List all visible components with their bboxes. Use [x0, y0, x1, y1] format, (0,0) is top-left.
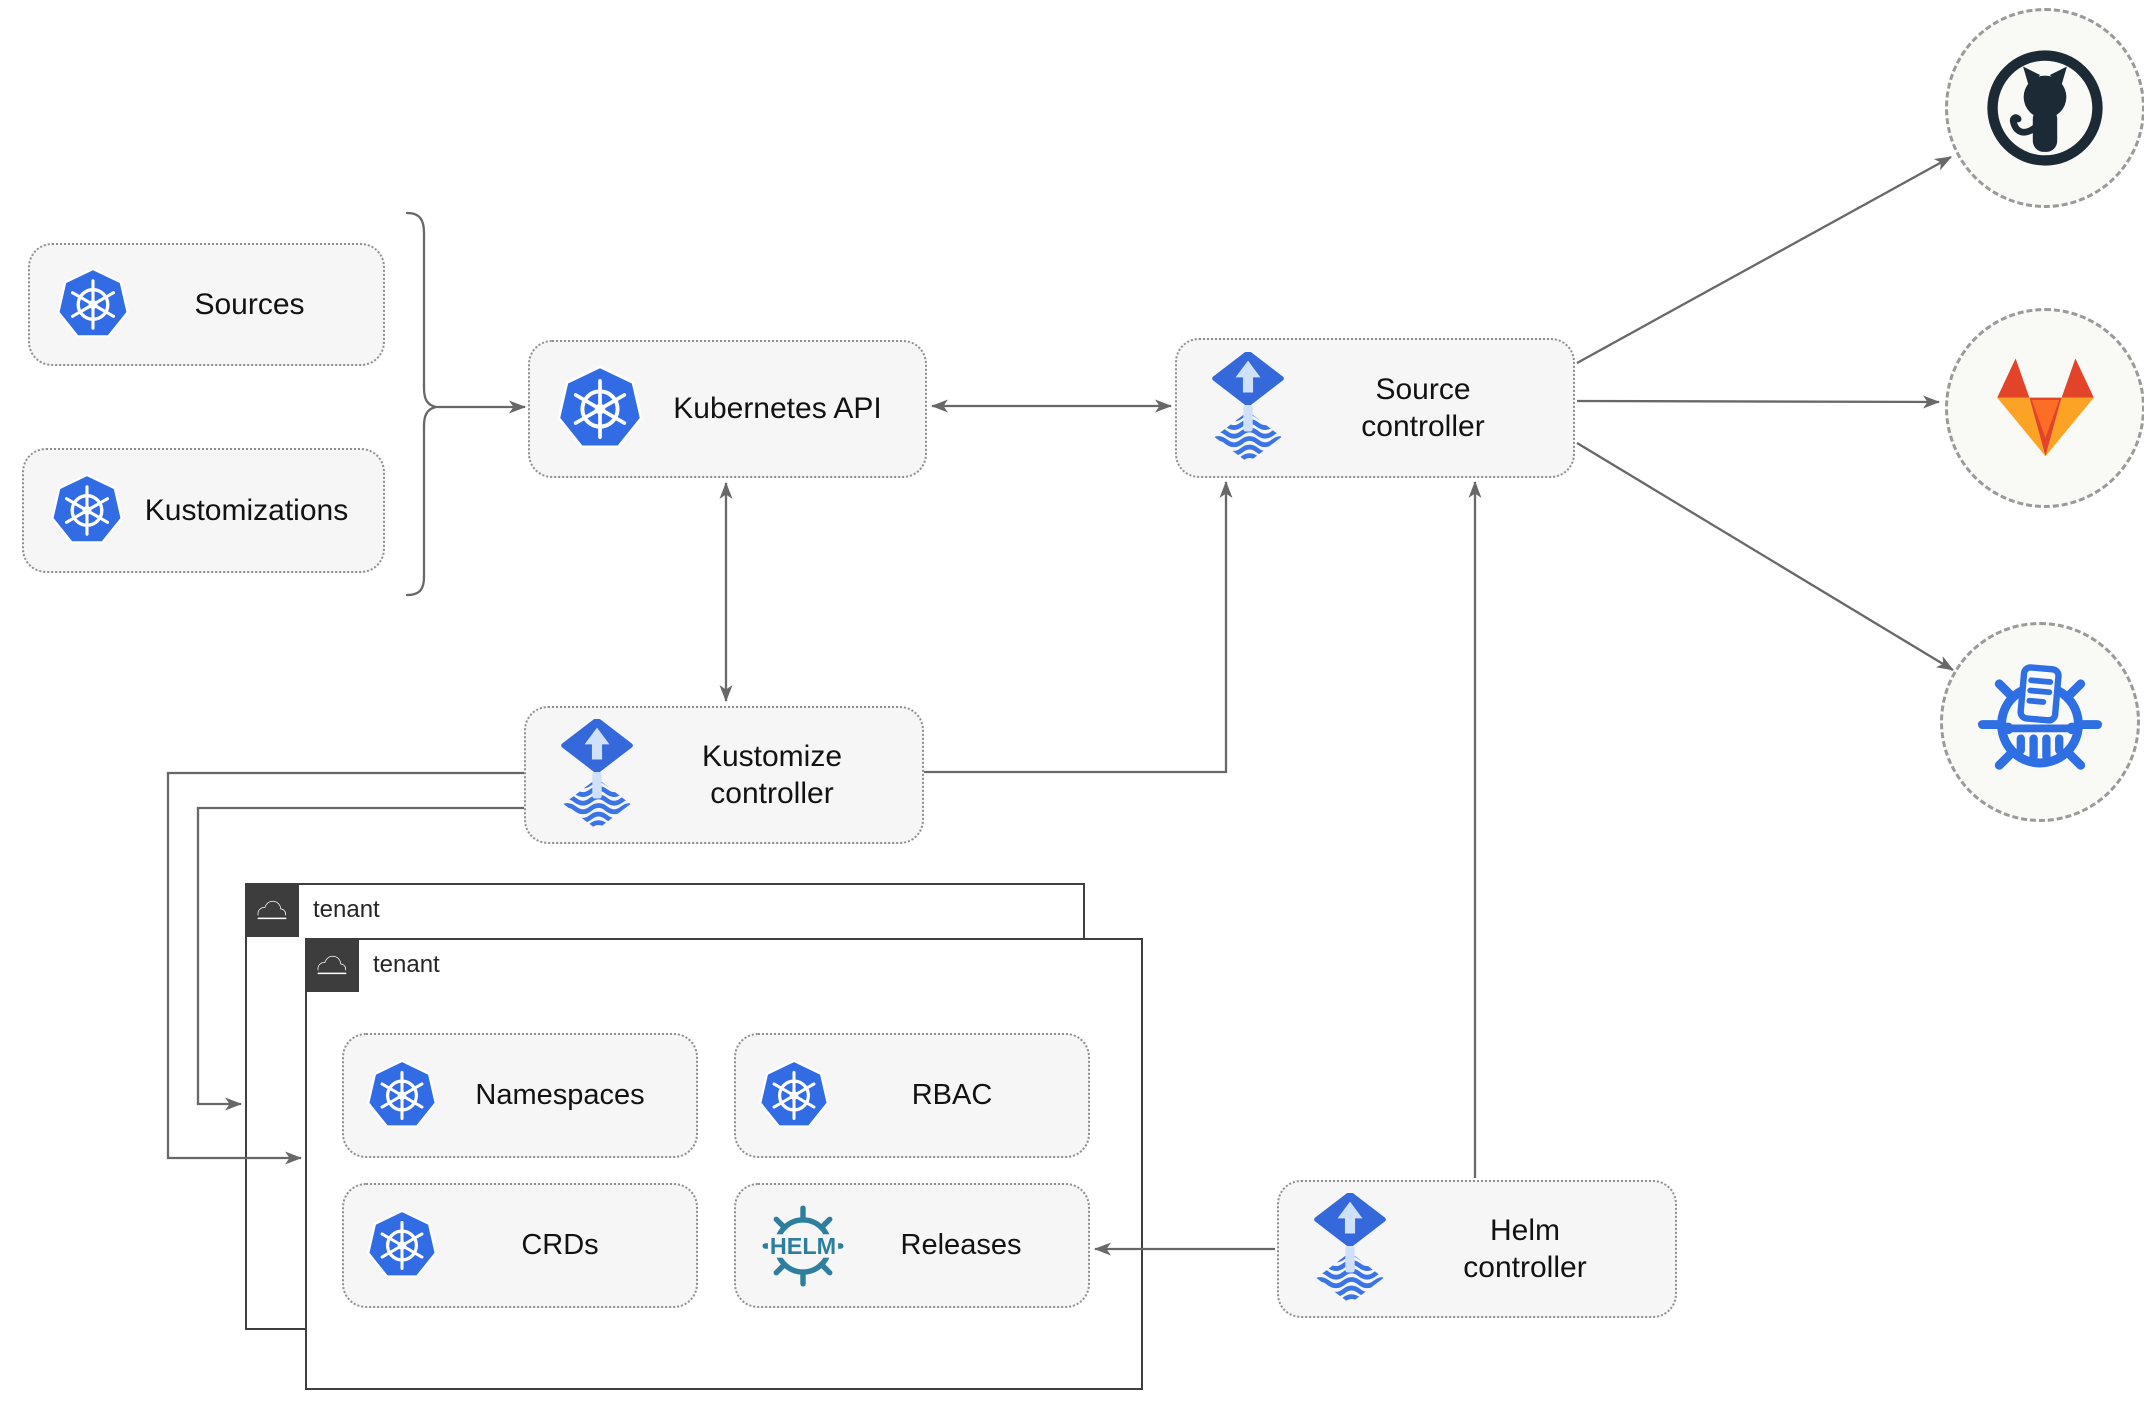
node-namespaces: Namespaces [342, 1033, 698, 1158]
node-label: RBAC [911, 1079, 993, 1112]
node-label: Sources [194, 287, 305, 321]
provider-github [1945, 8, 2144, 208]
flux-icon [1311, 1193, 1389, 1306]
kubernetes-icon [758, 1058, 830, 1133]
node-label: Kubernetes API [673, 392, 882, 426]
github-icon [1987, 50, 2103, 166]
node-rbac: RBAC [734, 1033, 1090, 1158]
node-label: Namespaces [475, 1079, 645, 1112]
helm-icon: HELM [758, 1201, 848, 1291]
tenant-label: tenant [313, 896, 380, 923]
kubernetes-icon [366, 1058, 438, 1133]
node-sources: Sources [28, 243, 385, 366]
cloud-icon [245, 883, 299, 937]
flux-icon [1209, 352, 1287, 465]
edge-source-to-registry [1576, 442, 1954, 671]
edge-grouping-brace [405, 211, 437, 597]
node-kustomizations: Kustomizations [22, 448, 385, 573]
node-label: Kustomizations [144, 493, 349, 527]
tenant-box-front: tenant [305, 938, 1143, 1390]
node-label: CRDs [521, 1229, 599, 1262]
svg-text:HELM: HELM [770, 1233, 836, 1259]
node-label: Helm controller [1463, 1213, 1587, 1285]
provider-registry [1940, 622, 2140, 822]
kubernetes-icon [56, 266, 130, 343]
edge-source-to-gitlab [1576, 395, 1940, 409]
provider-gitlab [1945, 308, 2144, 508]
kubernetes-icon [366, 1208, 438, 1283]
edge-source-to-github [1576, 155, 1952, 365]
node-label: Kustomize controller [701, 739, 843, 811]
cloud-icon [305, 938, 359, 992]
node-helm-controller: Helm controller [1277, 1180, 1677, 1318]
node-label: Source controller [1361, 372, 1485, 444]
node-releases: HELM Releases [734, 1183, 1090, 1308]
edge-kustomize-to-source-controller [924, 481, 1233, 774]
kubernetes-icon [556, 363, 644, 455]
node-label: Releases [900, 1229, 1022, 1262]
kubernetes-icon [50, 472, 124, 549]
node-kubernetes-api: Kubernetes API [528, 340, 927, 478]
gitlab-icon [1996, 358, 2094, 457]
flux-icon [558, 719, 636, 832]
node-source-controller: Source controller [1175, 338, 1575, 478]
node-crds: CRDs [342, 1183, 698, 1308]
container-registry-icon [1977, 664, 2103, 770]
node-kustomize-controller: Kustomize controller [524, 706, 924, 844]
tenant-label: tenant [373, 951, 440, 978]
